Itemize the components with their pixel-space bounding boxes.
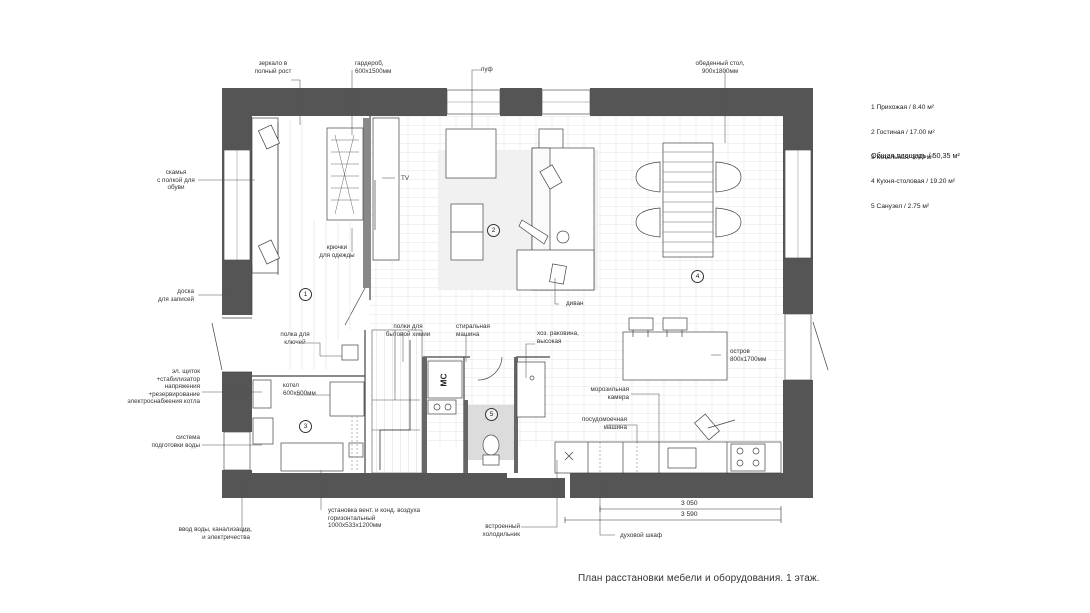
label-wardrobe: гардероб, 600х1500мм — [355, 60, 392, 75]
label-dishwasher: посудомоечная машина — [582, 416, 627, 431]
label-freezer: морозильная камера — [590, 386, 629, 401]
label-hooks: крючки для одежды — [319, 244, 355, 259]
legend-item: 3 Котельная/ 3.00 м² — [871, 153, 934, 161]
living-furniture — [445, 128, 595, 291]
plan-caption: План расстановки мебели и оборудования. … — [578, 573, 820, 584]
kitchen-island — [622, 317, 728, 381]
label-fridge: встроенный холодильник — [482, 523, 520, 538]
dining-furniture — [635, 142, 742, 258]
legend-item: 1 Прихожая / 8.40 м² — [871, 104, 934, 112]
bathroom-fixtures — [427, 356, 546, 466]
room-number-4: 4 — [691, 270, 704, 283]
label-dining-table: обеденный стол, 900х1800мм — [695, 60, 745, 75]
room-legend: 1 Прихожая / 8.40 м² 2 Гостиная / 17.00 … — [871, 88, 955, 219]
label-pouf: пуф — [481, 66, 493, 73]
label-sofa: диван — [566, 300, 584, 307]
label-bench: скамья с полкой для обуви — [157, 169, 195, 191]
legend-item: 5 Санузел / 2.75 м² — [871, 202, 930, 210]
label-washer: стиральная машина — [456, 323, 490, 338]
boiler-room-equipment — [252, 379, 365, 472]
label-tv: TV — [401, 175, 410, 182]
label-island: остров 800х1700мм — [730, 348, 767, 363]
label-panel: эл. щиток +стабилизатор напряжения +резе… — [127, 368, 200, 405]
bathroom-tag: МС — [438, 373, 449, 387]
dimension-3050: 3 050 — [681, 500, 698, 507]
label-water-prep: система подготовки воды — [151, 434, 201, 449]
legend-item: 4 Кухня-столовая / 19.20 м² — [871, 178, 955, 186]
leader-lines — [198, 69, 726, 536]
room-number-3: 3 — [299, 420, 312, 433]
hall-furniture — [251, 117, 400, 361]
label-board: доска для записей — [158, 288, 194, 303]
label-chem-shelves: полки для бытовой химии — [385, 323, 431, 338]
label-oven: духовой шкаф — [620, 532, 663, 539]
label-mirror: зеркало в полный рост — [254, 60, 292, 75]
room-number-2: 2 — [487, 224, 500, 237]
legend-item: 2 Гостиная / 17.00 м² — [871, 129, 935, 137]
label-key-shelf: полка для ключей — [280, 331, 310, 346]
room-number-1: 1 — [299, 288, 312, 301]
label-boiler: котел 600х600мм — [283, 382, 316, 397]
label-inputs: ввод воды, канализации и электричества — [178, 526, 250, 541]
total-area: Общая площадь / 50,35 м² — [871, 151, 960, 160]
label-ventilation: установка вент. и конд. воздуха горизонт… — [328, 507, 421, 529]
dimension-3590: 3 590 — [681, 511, 698, 518]
room-number-5: 5 — [485, 408, 498, 421]
staircase — [371, 329, 423, 474]
label-sink: хоз. раковина, высокая — [537, 330, 579, 345]
hall-floor-lines — [289, 120, 351, 370]
entrance-door — [211, 317, 252, 373]
kitchen-counter — [554, 413, 782, 474]
dimension-lines — [564, 506, 782, 523]
